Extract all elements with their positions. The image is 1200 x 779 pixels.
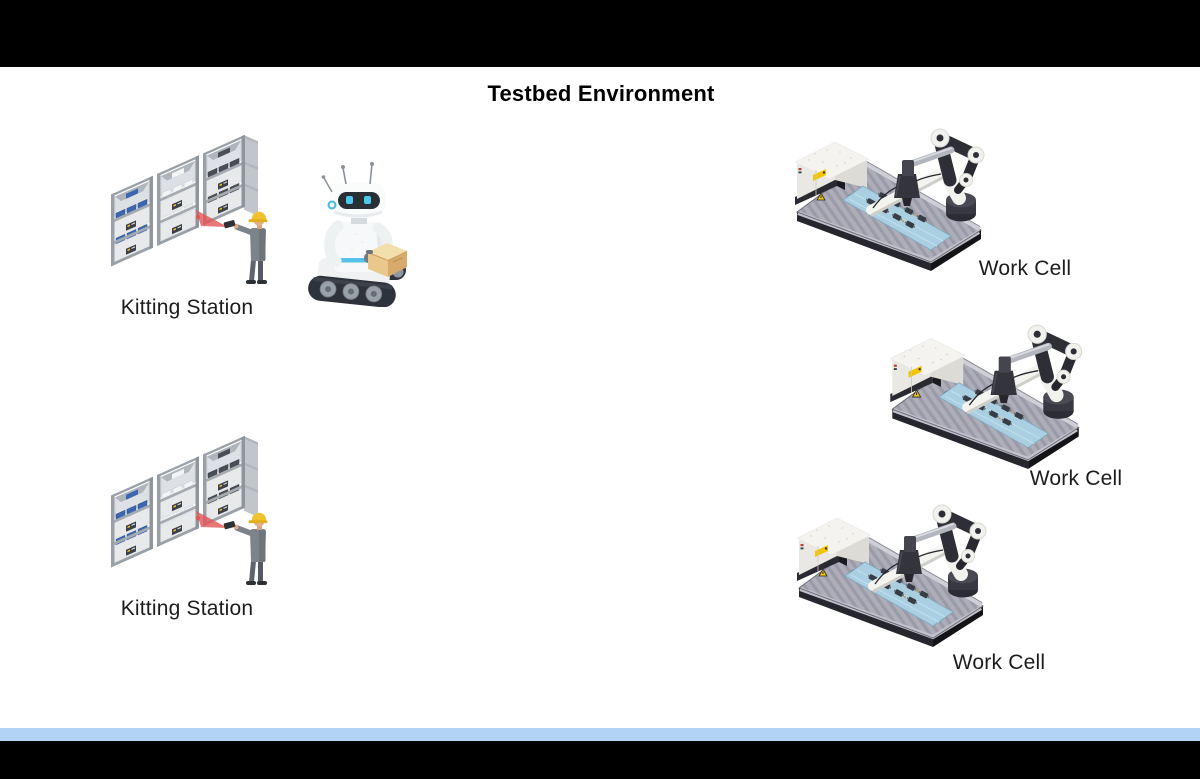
shelf-rack-with-worker-icon <box>108 433 288 593</box>
work-cell-2-label: Work Cell <box>1029 467 1123 490</box>
work-cell-2-illustration <box>880 318 1088 470</box>
robotic-arm-machine-icon <box>785 122 990 272</box>
work-cell-3-illustration <box>787 498 992 648</box>
kitting-station-2-illustration <box>108 433 288 593</box>
mobile-robot-carrying-box-icon <box>294 162 419 307</box>
work-cell-3-label: Work Cell <box>952 651 1046 674</box>
top-letterbox-bar <box>0 0 1200 67</box>
kitting-station-2-label: Kitting Station <box>120 597 254 620</box>
robotic-arm-machine-icon <box>880 318 1088 470</box>
work-cell-1-illustration <box>785 122 990 272</box>
kitting-station-1-illustration <box>108 132 288 292</box>
mobile-robot-illustration <box>294 162 419 307</box>
bottom-letterbox-bar <box>0 741 1200 779</box>
work-cell-1-label: Work Cell <box>978 257 1072 280</box>
footer-accent-strip <box>0 728 1200 741</box>
page-title: Testbed Environment <box>487 81 715 106</box>
kitting-station-1-label: Kitting Station <box>120 296 254 319</box>
robotic-arm-machine-icon <box>787 498 992 648</box>
shelf-rack-with-worker-icon <box>108 132 288 292</box>
